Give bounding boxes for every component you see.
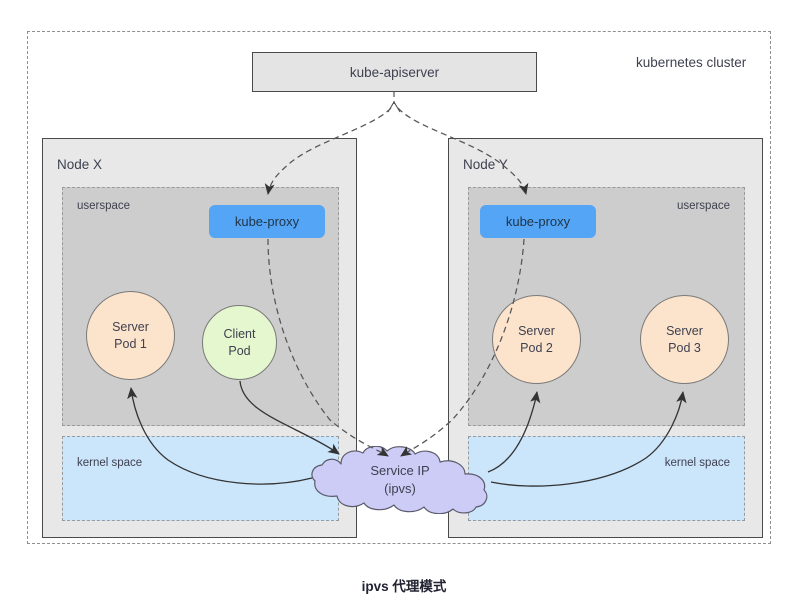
pod-server-1-line2: Pod 1 [114,336,147,351]
node-y-userspace-label: userspace [676,200,730,212]
pod-client-line1: Client [223,327,256,342]
node-x-kernelspace-label: kernel space [77,457,143,469]
pod-server-3[interactable]: Server Pod 3 [640,295,729,384]
node-y-label: Node Y [463,157,508,172]
node-x-userspace-label: userspace [77,200,131,212]
kubernetes-cluster-boundary [27,31,771,544]
kube-apiserver-box[interactable]: kube-apiserver [252,52,537,92]
pod-server-2-line1: Server [518,324,555,339]
diagram-caption: ipvs 代理模式 [361,579,447,594]
node-y-kernelspace-region: kernel space [468,436,745,521]
pod-server-2-line2: Pod 2 [520,340,553,355]
pod-server-3-line1: Server [666,324,703,339]
pod-server-2[interactable]: Server Pod 2 [492,295,581,384]
node-x-kernelspace-region: kernel space [62,436,339,521]
pod-client-line2: Pod [228,343,251,358]
kube-proxy-node-x-label: kube-proxy [234,214,300,229]
node-x-label: Node X [57,157,103,172]
pod-server-3-line2: Pod 3 [668,340,701,355]
kube-proxy-node-y[interactable]: kube-proxy [480,205,596,238]
cloud-shape-icon [311,446,488,514]
pod-server-1[interactable]: Server Pod 1 [86,291,175,380]
pod-server-1-line1: Server [112,320,149,335]
kubernetes-cluster-label: kubernetes cluster [636,55,747,70]
pod-client[interactable]: Client Pod [202,305,277,380]
node-y-kernelspace-label: kernel space [664,457,730,469]
kube-apiserver-label: kube-apiserver [349,64,440,80]
kube-proxy-node-x[interactable]: kube-proxy [209,205,325,238]
service-ip-cloud[interactable]: Service IP (ipvs) [307,446,493,514]
kube-proxy-node-y-label: kube-proxy [505,214,571,229]
